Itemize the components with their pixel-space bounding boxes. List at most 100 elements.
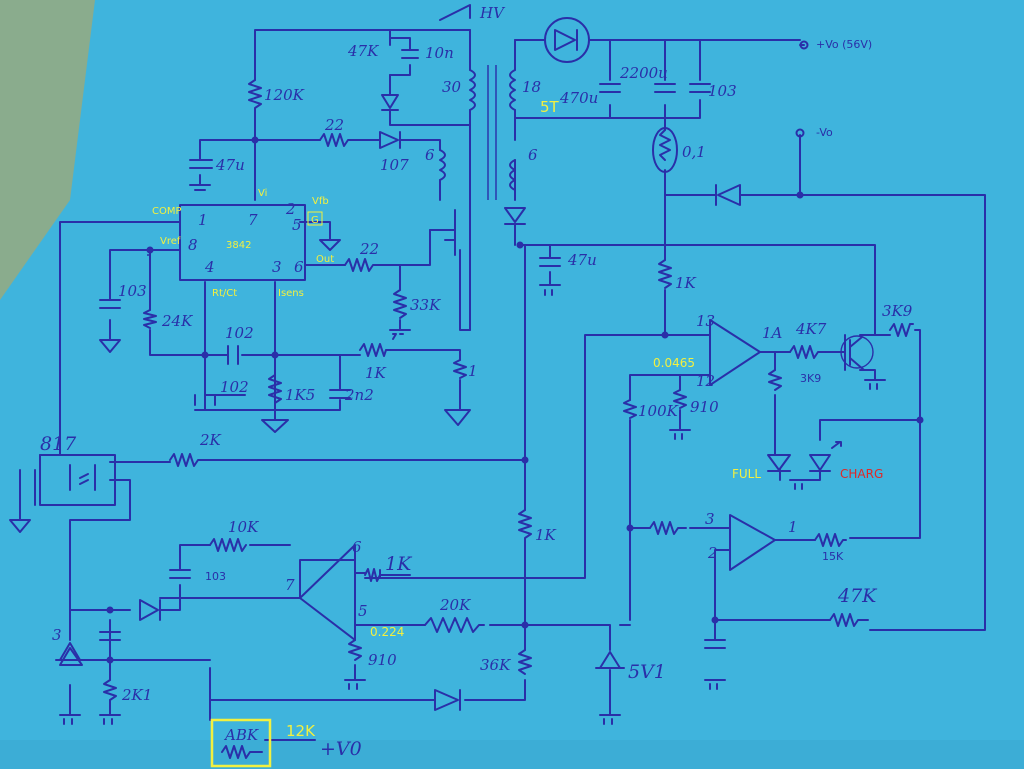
label-pin-6: 6 bbox=[352, 538, 362, 556]
label-vo-pos: +Vo (56V) bbox=[816, 38, 872, 51]
label-zener-5v1: 5V1 bbox=[628, 661, 666, 683]
label-c-47u-left: 47u bbox=[215, 156, 245, 174]
transistor bbox=[840, 335, 874, 371]
annot-ic-name: 3842 bbox=[226, 240, 251, 251]
label-r-47k-b: 47K bbox=[837, 585, 878, 607]
transformer bbox=[439, 65, 516, 200]
ic-pin-6: 6 bbox=[294, 258, 304, 276]
ic-pin-3: 3 bbox=[272, 258, 282, 276]
label-tl431-pin: 3 bbox=[52, 626, 62, 644]
label-5t: 5T bbox=[540, 98, 560, 116]
annot-rt-ct: Rt/Ct bbox=[212, 288, 237, 299]
label-r-3k9-top: 3K9 bbox=[882, 302, 913, 320]
ic-pin-5: 5 bbox=[292, 216, 302, 234]
component-labels: HV +Vo (56V) -Vo 47K 10n 120K 30 18 5T 6… bbox=[40, 4, 913, 760]
label-r-36k: 36K bbox=[480, 656, 511, 674]
label-r-3k9-mid: 3K9 bbox=[800, 372, 821, 385]
label-c-2n2: 2n2 bbox=[344, 386, 374, 404]
ic-3842 bbox=[179, 204, 306, 281]
annotations: COMP Vi Vfb G Vref 3842 Out Rt/Ct Isens … bbox=[152, 188, 883, 740]
label-vo-neg: -Vo bbox=[816, 126, 833, 139]
grounds bbox=[9, 4, 886, 725]
label-pin-1a: 1A bbox=[762, 324, 783, 342]
label-r-1k-opto: 1K bbox=[675, 274, 697, 292]
label-c-470u: 470u bbox=[559, 89, 598, 107]
label-pin-1: 1 bbox=[788, 518, 798, 536]
current-shunt bbox=[652, 127, 678, 173]
annot-out: Out bbox=[316, 254, 334, 265]
annot-comp: COMP bbox=[152, 206, 182, 217]
label-r-22-top: 22 bbox=[324, 116, 344, 134]
label-pin-13: 13 bbox=[696, 312, 715, 330]
label-r-1k-fb: 1K bbox=[385, 553, 413, 575]
label-r-1k-div: 1K bbox=[535, 526, 557, 544]
label-opto-817: 817 bbox=[40, 433, 77, 455]
label-hv: HV bbox=[479, 4, 506, 22]
resistors bbox=[103, 79, 914, 701]
label-r-910-b: 910 bbox=[368, 651, 397, 669]
label-pin-5: 5 bbox=[358, 602, 368, 620]
annot-isens: Isens bbox=[278, 288, 304, 299]
label-c-103-top: 103 bbox=[708, 82, 737, 100]
label-t-30: 30 bbox=[442, 78, 462, 96]
label-r-1k-sense: 1K bbox=[365, 364, 387, 382]
annot-vref: Vref bbox=[160, 236, 181, 247]
label-r-22-gate: 22 bbox=[359, 240, 379, 258]
label-r-20k: 20K bbox=[439, 596, 471, 614]
label-d-107: 107 bbox=[380, 156, 409, 174]
label-r-15k: 15K bbox=[822, 550, 844, 563]
ic-pin-8: 8 bbox=[188, 236, 198, 254]
label-c-103-left: 103 bbox=[118, 282, 147, 300]
ic-pin-4: 4 bbox=[204, 258, 215, 276]
label-r-1k5: 1K5 bbox=[285, 386, 315, 404]
annot-full: FULL bbox=[732, 467, 761, 481]
label-r-2k1: 2K1 bbox=[121, 686, 152, 704]
annot-vi: Vi bbox=[258, 188, 267, 199]
label-t-18: 18 bbox=[522, 78, 541, 96]
annot-charg: CHARG bbox=[840, 467, 883, 481]
highlight-box-abk bbox=[210, 718, 272, 768]
label-r-100k: 100K bbox=[638, 402, 679, 420]
label-t-6a: 6 bbox=[425, 146, 435, 164]
label-pin-2: 2 bbox=[707, 544, 718, 562]
label-c-2200u: 2200u bbox=[619, 64, 668, 82]
label-shunt-01: 0,1 bbox=[682, 143, 706, 161]
label-r-4k7: 4K7 bbox=[795, 320, 827, 338]
label-c-102-a: 102 bbox=[225, 324, 254, 342]
label-r-910-a: 910 bbox=[690, 398, 719, 416]
annot-12k: 12K bbox=[286, 722, 316, 740]
diodes bbox=[55, 17, 842, 711]
label-r-120k: 120K bbox=[264, 86, 305, 104]
label-pin-12: 12 bbox=[696, 372, 715, 390]
annot-v-0465: 0.0465 bbox=[653, 356, 695, 370]
optocoupler-817 bbox=[39, 454, 116, 506]
label-pin-3: 3 bbox=[705, 510, 715, 528]
tl431 bbox=[59, 647, 83, 666]
annot-v-0224: 0.224 bbox=[370, 625, 404, 639]
label-c-47u-mid: 47u bbox=[567, 251, 597, 269]
ic-pin-7: 7 bbox=[248, 211, 258, 229]
opamps bbox=[299, 319, 776, 641]
label-t-6b: 6 bbox=[528, 146, 538, 164]
label-vo-out: +V0 bbox=[320, 738, 362, 760]
terminals bbox=[795, 40, 809, 138]
label-r-2k: 2K bbox=[199, 431, 222, 449]
label-r-abk: ABK bbox=[223, 726, 259, 744]
junction-dots bbox=[106, 136, 924, 664]
capacitors bbox=[99, 49, 726, 649]
label-c-102-b: 102 bbox=[220, 378, 249, 396]
label-pin-7: 7 bbox=[285, 576, 295, 594]
label-r-47k: 47K bbox=[347, 42, 379, 60]
label-r-10k: 10K bbox=[228, 518, 259, 536]
mosfet bbox=[444, 224, 456, 256]
ic-pin-1: 1 bbox=[198, 211, 208, 229]
annot-vfb: Vfb bbox=[312, 196, 329, 207]
label-c-10n: 10n bbox=[425, 44, 454, 62]
ic-pin-2: 2 bbox=[285, 200, 296, 218]
ruler-edge bbox=[0, 0, 95, 300]
label-r-24k: 24K bbox=[161, 312, 193, 330]
label-c-103-fb: 103 bbox=[205, 570, 226, 583]
label-r-1-sense: 1 bbox=[468, 362, 478, 380]
annot-g: G bbox=[311, 215, 319, 226]
